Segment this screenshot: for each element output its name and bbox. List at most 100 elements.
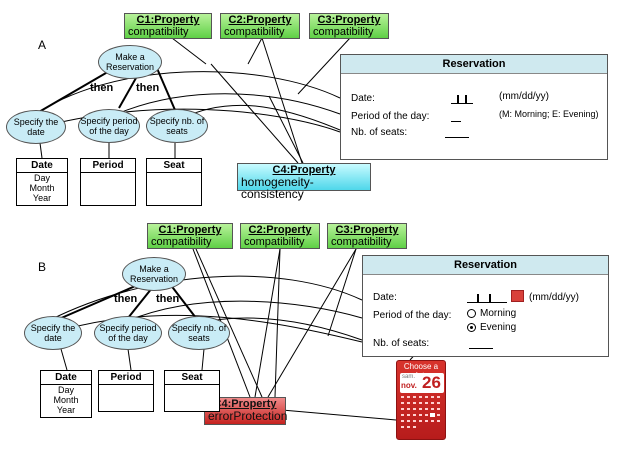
task-line1: Specify the	[30, 323, 76, 333]
radio-evening-selected-icon	[467, 322, 476, 332]
table-header: Period	[81, 159, 135, 173]
table-row: Month	[29, 183, 55, 193]
date-picker-popup[interactable]: Choose a date sam. nov. 26	[396, 360, 446, 440]
property-c2-title: C2:Property	[248, 224, 312, 236]
date-picker-day-box: sam. nov. 26	[400, 373, 444, 393]
task-line1: Specify nb. of	[171, 323, 227, 333]
table-date: Date Day Month Year	[40, 370, 92, 418]
task-line2: date	[44, 333, 62, 343]
task-line1: Specify the	[13, 117, 59, 127]
task-line1: Specify period	[99, 323, 157, 333]
window-title: Reservation	[341, 55, 607, 74]
table-header: Period	[99, 371, 153, 385]
task-line1: Specify period	[80, 116, 138, 126]
date-hint: (mm/dd/yy)	[499, 91, 549, 102]
seats-field[interactable]	[445, 137, 469, 138]
property-c1-subtitle: compatibility	[151, 236, 212, 248]
table-header: Date	[17, 159, 67, 173]
property-c1: C1:Property compatibility	[147, 223, 233, 249]
period-label: Period of the day:	[373, 310, 452, 321]
task-line2: date	[27, 127, 45, 137]
weekday-label: sam.	[402, 374, 416, 380]
property-c3: C3:Property compatibility	[309, 13, 389, 39]
property-c2: C2:Property compatibility	[220, 13, 300, 39]
period-label: Period of the day:	[351, 111, 430, 122]
month-label: nov.	[401, 381, 417, 390]
date-field[interactable]	[467, 302, 507, 303]
property-c4-subtitle: homogeneity-consistency	[241, 175, 314, 201]
date-label: Date:	[373, 292, 397, 303]
calendar-icon[interactable]	[511, 290, 524, 302]
table-row: Day	[57, 385, 74, 395]
date-field[interactable]	[451, 103, 473, 104]
seats-field[interactable]	[469, 348, 493, 349]
then-label-left: then	[90, 82, 114, 94]
property-c2-subtitle: compatibility	[224, 26, 285, 38]
property-c3-title: C3:Property	[335, 224, 399, 236]
task-line2: seats	[188, 333, 210, 343]
property-c3-title: C3:Property	[317, 14, 381, 26]
task-line2: seats	[166, 126, 188, 136]
table-row: Month	[53, 395, 79, 405]
reservation-window-a: Reservation Date: (mm/dd/yy) Period of t…	[340, 54, 608, 160]
property-c3-subtitle: compatibility	[331, 236, 392, 248]
table-row: Year	[32, 193, 52, 203]
property-c4-subtitle: errorProtection	[208, 409, 288, 423]
table-header: Seat	[165, 371, 219, 385]
property-c4-title: C4:Property	[272, 164, 336, 176]
task-line1: Specify nb. of	[149, 116, 205, 126]
property-c1-subtitle: compatibility	[128, 26, 189, 38]
date-label: Date:	[351, 93, 375, 104]
then-label-left: then	[114, 293, 138, 305]
then-label-right: then	[136, 82, 160, 94]
table-period: Period	[80, 158, 136, 206]
table-seat: Seat	[164, 370, 220, 412]
table-row: Year	[56, 405, 76, 415]
date-picker-day-grid	[401, 396, 440, 428]
property-c3: C3:Property compatibility	[327, 223, 407, 249]
date-hint: (mm/dd/yy)	[529, 292, 579, 303]
property-c1: C1:Property compatibility	[124, 13, 212, 39]
property-c2: C2:Property compatibility	[240, 223, 320, 249]
goal-line2: Reservation	[105, 62, 155, 72]
property-c2-subtitle: compatibility	[244, 236, 305, 248]
option-morning[interactable]: Morning	[467, 308, 516, 319]
table-header: Seat	[147, 159, 201, 173]
then-label-right: then	[156, 293, 180, 305]
property-c2-title: C2:Property	[228, 14, 292, 26]
panel-b-label: B	[38, 260, 47, 274]
goal-line1: Make a	[115, 52, 145, 62]
table-period: Period	[98, 370, 154, 412]
table-date: Date Day Month Year	[16, 158, 68, 206]
goal-line2: Reservation	[129, 274, 179, 284]
goal-line1: Make a	[139, 264, 169, 274]
property-c4-title: C4:Property	[213, 398, 277, 410]
option-evening[interactable]: Evening	[467, 322, 516, 333]
period-field[interactable]	[451, 121, 461, 122]
property-c4: C4:Property homogeneity-consistency	[237, 163, 371, 200]
property-c3-subtitle: compatibility	[313, 26, 374, 38]
seats-label: Nb. of seats:	[351, 127, 408, 138]
task-line2: of the day	[108, 333, 148, 343]
option-evening-label: Evening	[480, 322, 517, 333]
property-c1-title: C1:Property	[158, 224, 222, 236]
radio-morning-icon	[467, 308, 476, 318]
day-number: 26	[422, 373, 441, 392]
reservation-window-b: Reservation Date: (mm/dd/yy) Period of t…	[362, 255, 609, 357]
seats-label: Nb. of seats:	[373, 338, 430, 349]
property-c1-title: C1:Property	[136, 14, 200, 26]
table-header: Date	[41, 371, 91, 385]
panel-a-label: A	[38, 38, 47, 52]
window-title: Reservation	[363, 256, 608, 275]
period-hint: (M: Morning; E: Evening)	[499, 109, 599, 119]
table-row: Day	[33, 173, 50, 183]
